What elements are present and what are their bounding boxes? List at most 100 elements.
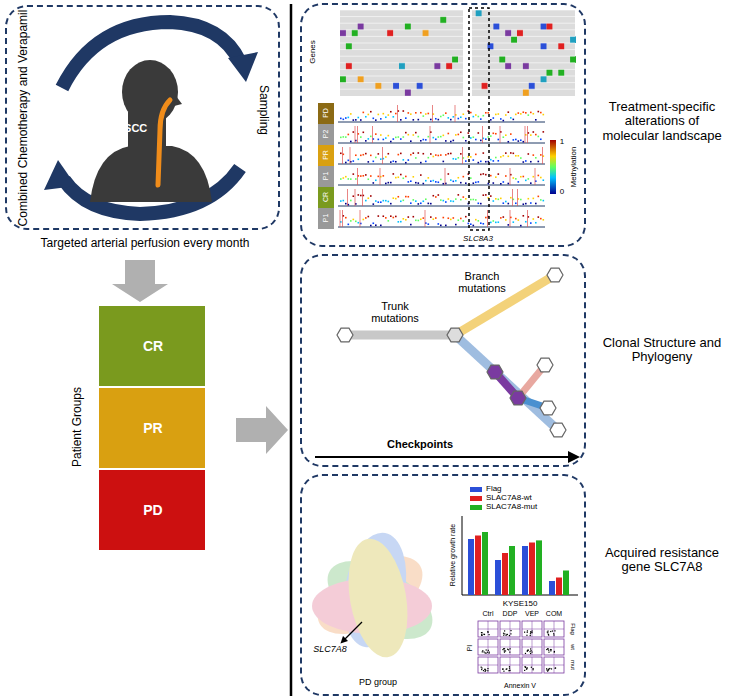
methylation-dot: [513, 153, 515, 155]
methylation-dot: [350, 178, 352, 180]
esophagus: [158, 100, 170, 185]
grid-line: [340, 43, 575, 44]
spike: [355, 189, 356, 206]
event-dot: [554, 630, 555, 631]
mutation-cell: [541, 23, 547, 30]
spike: [340, 210, 341, 227]
event-dot: [487, 668, 488, 669]
methylation-dot: [518, 219, 520, 221]
methylation-dot: [515, 114, 517, 116]
event-dot: [509, 652, 510, 653]
methylation-dot: [440, 199, 442, 201]
mutation-cell: [499, 56, 505, 63]
methylation-dot: [538, 111, 540, 113]
methylation-dot: [528, 198, 530, 200]
methylation-dot: [403, 136, 405, 138]
methylation-dot: [465, 198, 467, 200]
methylation-dot: [368, 197, 370, 199]
methylation-dot: [365, 174, 367, 176]
event-dot: [484, 634, 485, 635]
methylation-dot: [393, 138, 395, 140]
spike: [430, 126, 431, 143]
methylation-dot: [400, 153, 402, 155]
methylation-dot: [540, 138, 542, 140]
label: Ctrl: [483, 610, 494, 618]
methylation-dot: [380, 201, 382, 203]
methylation-dot: [400, 200, 402, 202]
methylation-dot: [515, 218, 517, 220]
heatmap-gap: [463, 9, 472, 97]
quadrant-line: [522, 665, 542, 666]
methylation-dot: [485, 174, 487, 176]
methylation-dot: [495, 114, 497, 116]
event-dot: [484, 669, 485, 670]
methylation-dot: [398, 221, 400, 223]
dashed-border: [300, 474, 586, 696]
methylation-dot: [373, 203, 375, 205]
grid-line: [340, 76, 575, 77]
methylation-dot: [370, 111, 372, 113]
methylation-dot: [523, 141, 525, 143]
dashed-border: [300, 254, 586, 467]
methylation-dot: [495, 176, 497, 178]
methylation-dot: [383, 215, 385, 217]
methylation-dot: [370, 175, 372, 177]
methylation-dot: [435, 139, 437, 141]
methylation-dot: [503, 181, 505, 183]
methylation-dot: [490, 135, 492, 137]
event-dot: [481, 669, 482, 670]
methylation-dot: [433, 195, 435, 197]
methylation-dot: [403, 110, 405, 112]
grid-line: [340, 23, 575, 24]
event-dot: [487, 670, 488, 671]
methylation-dot: [413, 134, 415, 136]
methylation-dot: [530, 222, 532, 224]
methylation-dot: [408, 112, 410, 114]
grid-line: [340, 49, 575, 50]
event-dot: [509, 670, 510, 671]
methylation-dot: [425, 161, 427, 163]
methylation-dot: [348, 134, 350, 136]
methylation-dot: [408, 216, 410, 218]
event-dot: [547, 630, 548, 631]
spike: [342, 210, 343, 227]
event-dot: [526, 669, 527, 670]
methylation-dot: [540, 199, 542, 201]
mutation-cell: [558, 43, 564, 50]
methylation-dot: [508, 111, 510, 113]
methylation-dot: [523, 111, 525, 113]
methylation-dot: [495, 198, 497, 200]
group-box: PR: [98, 387, 206, 469]
methylation-dot: [400, 174, 402, 176]
methylation-dot: [463, 196, 465, 198]
methylation-dot: [540, 112, 542, 114]
methylation-dot: [403, 218, 405, 220]
methylation-dot: [385, 217, 387, 219]
event-dot: [505, 650, 506, 651]
scatter-plot: [544, 639, 564, 655]
methylation-dot: [353, 195, 355, 197]
methylation-dot: [450, 219, 452, 221]
event-dot: [510, 630, 511, 631]
event-dot: [554, 652, 555, 653]
event-dot: [506, 668, 507, 669]
methylation-dot: [443, 183, 445, 185]
flow-cytometry-grid: [478, 621, 564, 673]
spike: [535, 168, 536, 185]
methylation-dot: [400, 138, 402, 140]
event-dot: [531, 667, 532, 668]
methylation-dot: [353, 219, 355, 221]
methylation-dot: [380, 158, 382, 160]
bar: [549, 581, 555, 595]
clone-hexagon: [510, 391, 526, 405]
bar: [475, 536, 481, 596]
methylation-dot: [448, 173, 450, 175]
bar: [482, 532, 488, 595]
mutation-cell: [517, 30, 523, 37]
event-dot: [481, 635, 482, 636]
methylation-dot: [435, 181, 437, 183]
methylation-dot: [480, 140, 482, 142]
methylation-dot: [543, 179, 545, 181]
quadrant-line: [478, 647, 498, 648]
methylation-dot: [490, 222, 492, 224]
